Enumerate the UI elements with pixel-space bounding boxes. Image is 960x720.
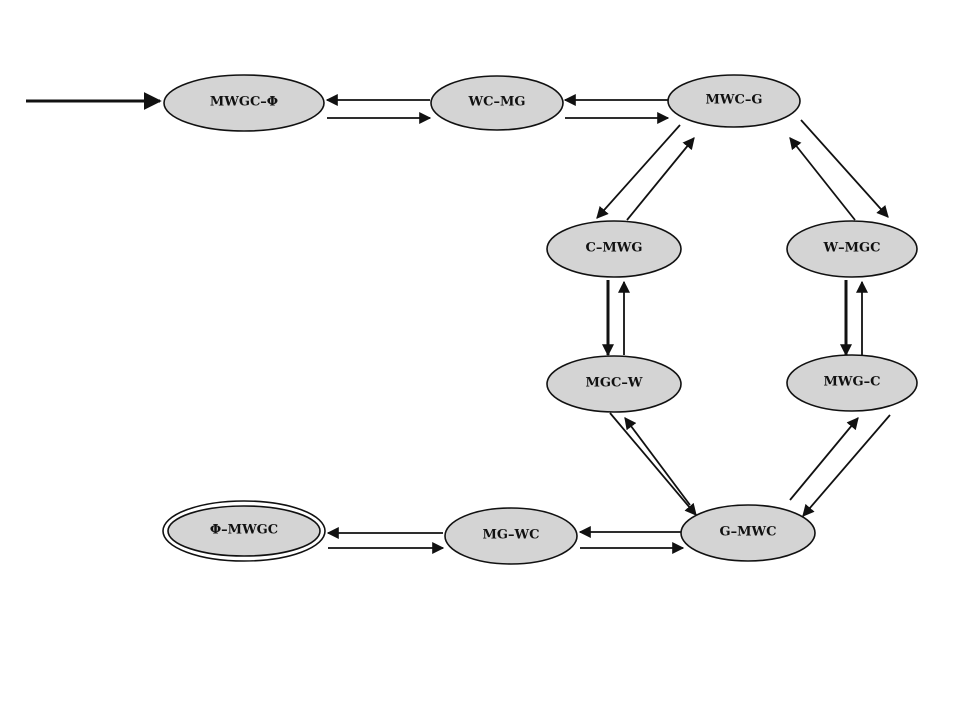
state-label-n2: MWC–G: [706, 93, 763, 108]
nodes: MWGC–Φ WC–MG MWC–G C–MWG W–MGC MGC–W MWG…: [162, 74, 918, 565]
state-label-n1: WC–MG: [468, 95, 526, 110]
state-node-n5[interactable]: MGC–W: [546, 355, 682, 413]
state-label-n5: MGC–W: [586, 376, 643, 391]
state-label-n9: Φ–MWGC: [210, 523, 278, 538]
state-label-n3: C–MWG: [586, 241, 643, 256]
state-label-n7: G–MWC: [720, 525, 777, 540]
state-label-n0: MWGC–Φ: [210, 95, 278, 110]
state-node-n6[interactable]: MWG–C: [786, 354, 918, 412]
edge-n7-n5: [624, 417, 691, 506]
state-label-n4: W–MGC: [823, 241, 881, 256]
edge-n3-n2: [626, 137, 695, 221]
edge-n2-n3: [596, 124, 681, 219]
state-node-n3[interactable]: C–MWG: [546, 220, 682, 278]
state-node-n0[interactable]: MWGC–Φ: [163, 74, 325, 132]
state-label-n6: MWG–C: [824, 375, 881, 390]
edge-n4-n2: [789, 137, 856, 221]
edges: [325, 94, 891, 554]
edge-n7-n6: [789, 417, 859, 501]
edge-n6-n7: [802, 414, 891, 517]
edge-n5-n7: [609, 412, 697, 516]
state-node-n7[interactable]: G–MWC: [680, 504, 816, 562]
state-node-n2[interactable]: MWC–G: [667, 74, 801, 128]
state-label-n8: MG–WC: [483, 528, 540, 543]
state-node-n1[interactable]: WC–MG: [430, 75, 564, 131]
edge-n2-n4: [800, 119, 889, 218]
state-node-n9[interactable]: Φ–MWGC: [162, 500, 326, 562]
state-node-n8[interactable]: MG–WC: [444, 507, 578, 565]
state-node-n4[interactable]: W–MGC: [786, 220, 918, 278]
